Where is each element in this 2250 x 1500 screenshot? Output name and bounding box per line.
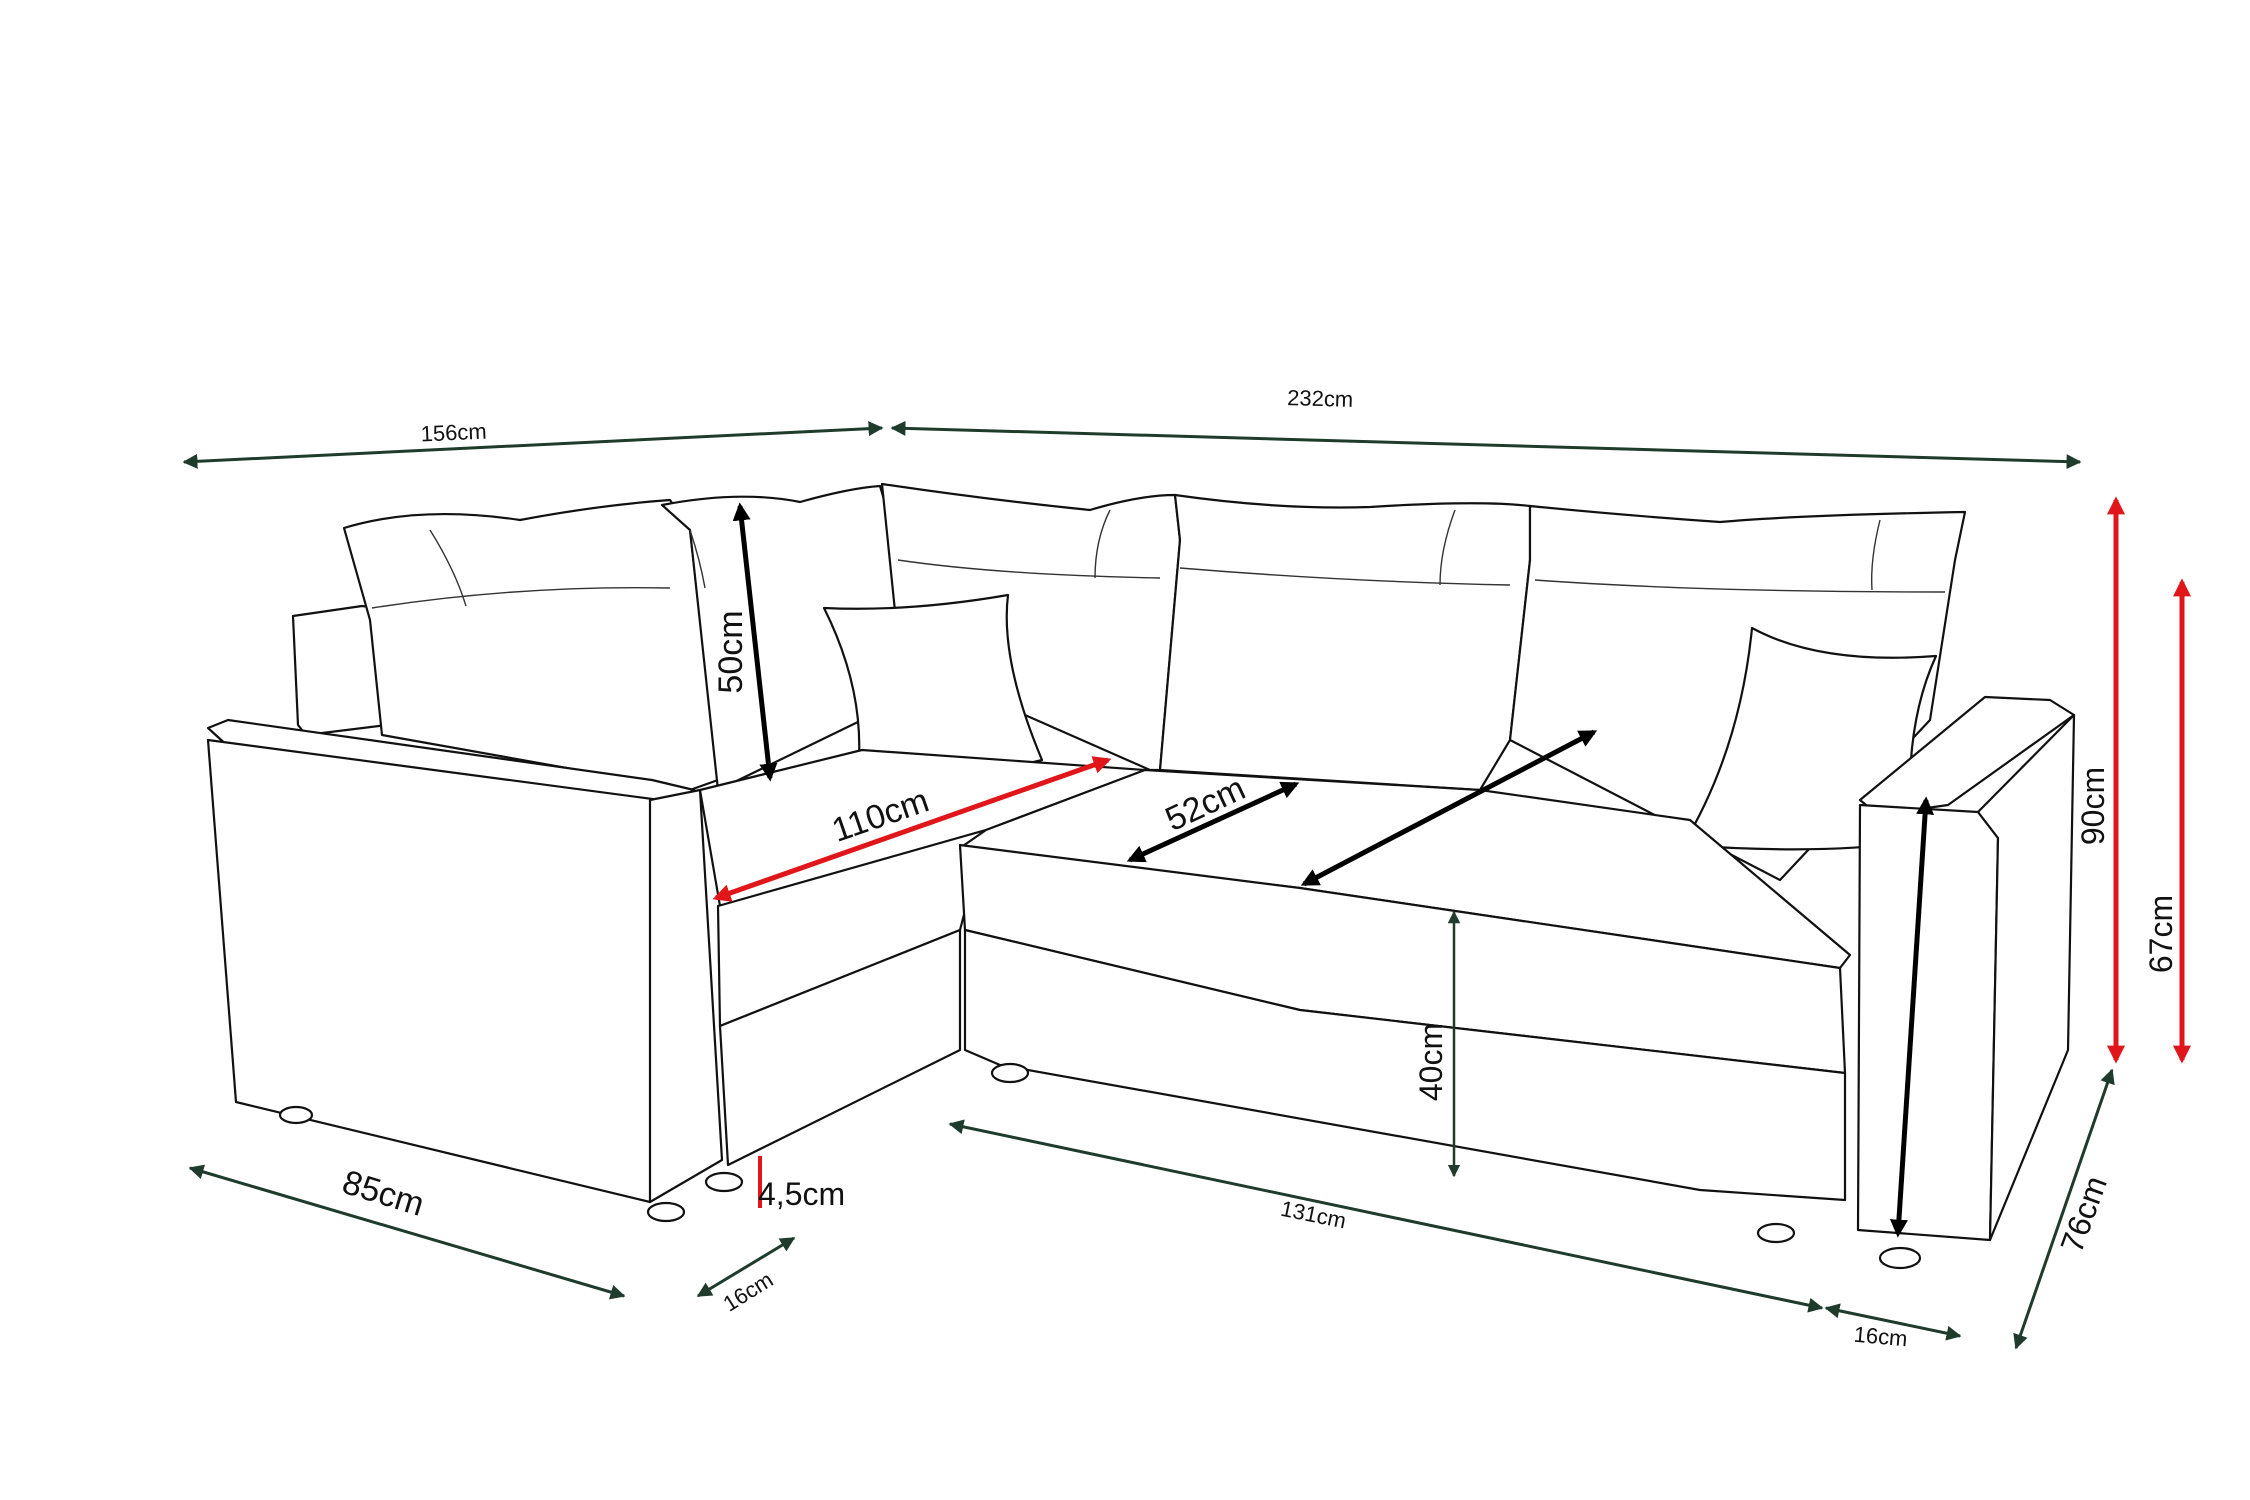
dim-arm-height-line bbox=[1889, 796, 1935, 1238]
leg-5 bbox=[1756, 1222, 1796, 1244]
dim-50-line bbox=[732, 502, 778, 782]
dim-156-label: 156cm bbox=[420, 419, 487, 447]
dim-67-label: 67cm bbox=[2143, 895, 2179, 973]
dim-110-line bbox=[712, 756, 1112, 902]
dim-131-label: 131cm bbox=[1279, 1196, 1349, 1234]
dim-16-left-line bbox=[696, 1236, 796, 1298]
back-cushion-right-2 bbox=[1158, 493, 1532, 792]
front-left-arm-face bbox=[206, 738, 662, 1204]
dim-90-label: 90cm bbox=[2075, 767, 2111, 845]
dim-16-right-line bbox=[1824, 1303, 1962, 1341]
dim-50-label: 50cm bbox=[712, 610, 750, 693]
dimension-lines bbox=[182, 420, 2191, 1350]
dim-232-line bbox=[890, 420, 2082, 470]
dim-232-label: 232cm bbox=[1287, 385, 1354, 412]
sofa-illustration bbox=[206, 482, 2076, 1270]
leg-1 bbox=[278, 1105, 314, 1125]
front-left-arm-side bbox=[648, 788, 724, 1204]
leg-6 bbox=[1878, 1246, 1922, 1270]
dim-16-right-label: 16cm bbox=[1853, 1322, 1909, 1352]
dim-40-label: 40cm bbox=[1413, 1023, 1449, 1101]
front-right-arm-face bbox=[1856, 803, 2000, 1242]
dim-85-line bbox=[188, 1164, 626, 1300]
leg-4 bbox=[990, 1062, 1030, 1084]
dim-leg-label: 4,5cm bbox=[758, 1176, 845, 1212]
dim-depth-line bbox=[1300, 729, 1598, 887]
dim-131-line bbox=[948, 1119, 1824, 1313]
back-cushion-left-1 bbox=[342, 498, 720, 792]
base-left bbox=[718, 928, 962, 1167]
leg-2 bbox=[646, 1201, 686, 1223]
dim-16-left-label: 16cm bbox=[719, 1267, 778, 1317]
leg-3 bbox=[704, 1171, 744, 1193]
dim-156-line bbox=[182, 421, 884, 469]
dim-52-line bbox=[1126, 781, 1300, 863]
dim-76-line bbox=[2013, 1068, 2115, 1350]
